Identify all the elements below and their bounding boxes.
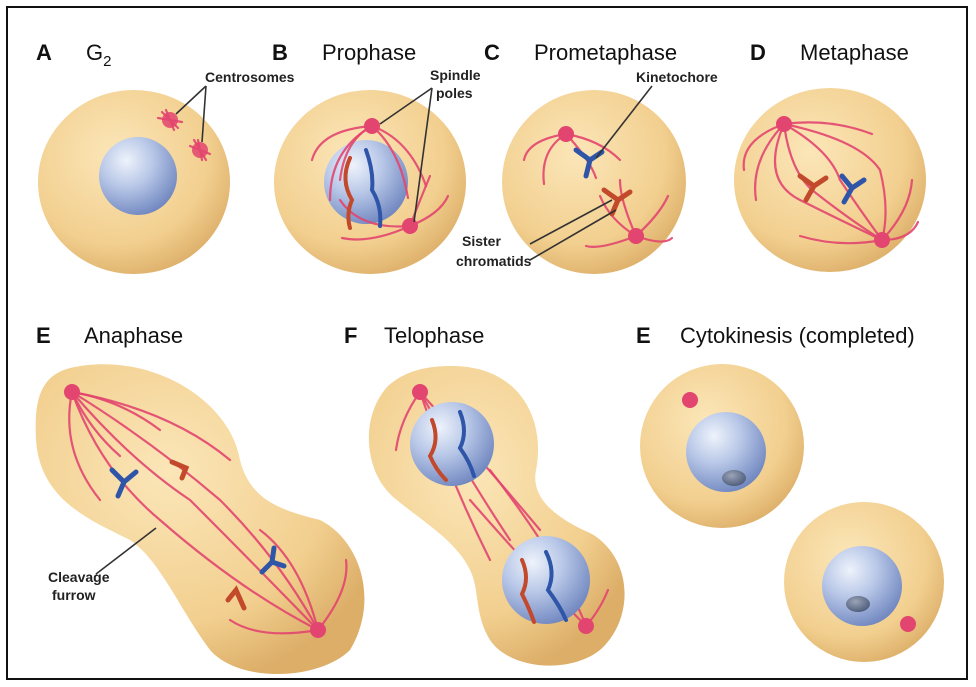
label-cleavage-furrow-line2: furrow	[52, 587, 96, 603]
spindle-pole-anaphase-upper	[64, 384, 80, 400]
label-kinetochore: Kinetochore	[636, 69, 718, 85]
panel-f-letter: F	[344, 323, 357, 348]
panel-b-letter: B	[272, 40, 288, 65]
panel-c-title: Prometaphase	[534, 40, 677, 65]
panel-a-letter: A	[36, 40, 52, 65]
nucleolus-daughter-upper	[722, 470, 746, 486]
label-spindle-poles-line1: Spindle	[430, 67, 481, 83]
spindle-pole-metaphase-lower	[874, 232, 890, 248]
nucleus-daughter-lower	[822, 546, 902, 626]
nucleus-telophase-lower	[502, 536, 590, 624]
spindle-pole-metaphase-upper	[776, 116, 792, 132]
panel-e-letter: E	[36, 323, 51, 348]
nucleus-g2	[99, 137, 177, 215]
label-sister-chromatids-line1: Sister	[462, 233, 501, 249]
panel-f-title: Telophase	[384, 323, 484, 348]
panel-a: A G2 Centrosomes	[36, 40, 295, 274]
label-sister-chromatids-line2: chromatids	[456, 253, 532, 269]
label-spindle-poles-line2: poles	[436, 85, 473, 101]
spindle-pole-anaphase-lower	[310, 622, 326, 638]
panel-e-anaphase: E Anaphase Cleavage furrow	[36, 323, 365, 674]
centrosome-daughter-upper	[682, 392, 698, 408]
cell-metaphase	[734, 88, 926, 272]
centrosome-daughter-lower	[900, 616, 916, 632]
panel-a-title-subscript: 2	[103, 53, 111, 70]
panel-d: D Metaphase	[734, 40, 926, 272]
nucleolus-daughter-lower	[846, 596, 870, 612]
label-cleavage-furrow-line1: Cleavage	[48, 569, 110, 585]
centrosome-telophase-lower	[578, 618, 594, 634]
panel-a-title-main: G	[86, 40, 103, 65]
panel-d-letter: D	[750, 40, 766, 65]
panel-f: F Telophase	[344, 323, 625, 666]
panel-a-title: G2	[86, 40, 111, 70]
centrosome-prometaphase-lower	[628, 228, 644, 244]
panel-e-cytokinesis: E Cytokinesis (completed)	[636, 323, 944, 662]
panel-b: B Prophase Spindle poles	[272, 40, 481, 274]
panel-c-letter: C	[484, 40, 500, 65]
panel-b-title: Prophase	[322, 40, 416, 65]
spindle-pole-prophase-upper	[364, 118, 380, 134]
nucleus-telophase-upper	[410, 402, 494, 486]
centrosome-telophase-upper	[412, 384, 428, 400]
label-centrosomes: Centrosomes	[205, 69, 295, 85]
spindle-pole-prophase-lower	[402, 218, 418, 234]
panel-c: C Prometaphase Kinetochore Sister chroma…	[456, 40, 718, 274]
panel-e-title: Anaphase	[84, 323, 183, 348]
panel-d-title: Metaphase	[800, 40, 909, 65]
panel-e2-letter: E	[636, 323, 651, 348]
centrosome-prometaphase-upper	[558, 126, 574, 142]
panel-e2-title: Cytokinesis (completed)	[680, 323, 915, 348]
